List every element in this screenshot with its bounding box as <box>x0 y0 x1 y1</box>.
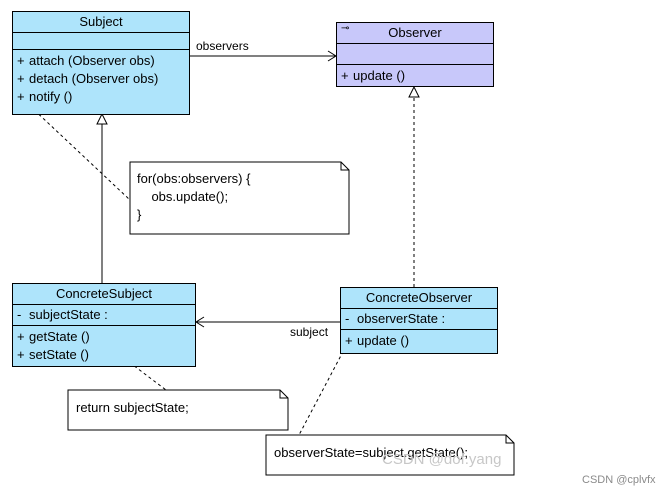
class-concrete-subject-operations: + getState () + setState () <box>13 326 195 366</box>
note-notify-fold <box>340 162 349 171</box>
operation-get-state: + getState () <box>17 328 195 346</box>
generalization-concrete-subject <box>96 112 108 283</box>
operation-update: + update () <box>345 332 497 350</box>
operation-label: notify () <box>29 89 73 104</box>
visibility-marker: + <box>17 347 25 362</box>
operation-label: update () <box>353 68 406 83</box>
attribute-label: subjectState : <box>29 307 108 322</box>
class-concrete-observer-attributes: -observerState : <box>341 309 497 330</box>
watermark-center: CSDN @dof.yang <box>382 451 502 468</box>
note-get-state-text: return subjectState; <box>76 400 189 415</box>
visibility-marker: + <box>17 89 25 104</box>
class-subject[interactable]: Subject + attach (Observer obs) + detach (… <box>12 11 190 115</box>
class-concrete-subject-attributes: -subjectState : <box>13 305 195 326</box>
association-subject-arrowhead <box>195 316 205 328</box>
operation-update: + update () <box>341 67 493 85</box>
operation-label: setState () <box>29 347 89 362</box>
association-subject-label: subject <box>290 325 329 339</box>
realization-concrete-observer <box>408 85 420 287</box>
interface-observer[interactable]: ⊸ Observer + update () <box>336 22 494 87</box>
interface-icon: ⊸ <box>341 23 350 34</box>
note-notify-shape <box>129 161 350 235</box>
watermark-corner: CSDN @cplvfx <box>582 474 656 486</box>
interface-observer-operations: + update () <box>337 65 493 87</box>
operation-label: update () <box>357 333 410 348</box>
attribute-subject-state: -subjectState : <box>17 306 195 324</box>
association-observers-label: observers <box>196 39 249 53</box>
note-update-text: observerState=subject.getState(); <box>274 445 469 460</box>
class-concrete-subject-name: ConcreteSubject <box>13 284 195 305</box>
visibility-marker: + <box>341 68 349 83</box>
class-subject-name: Subject <box>13 12 189 33</box>
note-get-state-shape <box>67 389 289 431</box>
class-subject-operations: + attach (Observer obs) + detach (Observer… <box>13 50 189 108</box>
generalization-triangle <box>96 112 108 125</box>
class-concrete-subject[interactable]: ConcreteSubject -subjectState : + getStat… <box>12 283 196 367</box>
note-get-state <box>67 389 289 431</box>
attribute-observer-state: -observerState : <box>345 310 497 328</box>
note-update-fold <box>505 435 514 444</box>
note-notify-text: for(obs:observers) { obs.update(); } <box>137 171 251 222</box>
class-subject-attributes <box>13 33 189 50</box>
interface-observer-name: Observer <box>388 25 442 40</box>
visibility-marker: - <box>17 307 22 322</box>
operation-detach: + detach (Observer obs) <box>17 70 189 88</box>
class-concrete-observer[interactable]: ConcreteObserver -observerState : + updat… <box>340 287 498 354</box>
operation-label: getState () <box>29 329 90 344</box>
note-update-anchor <box>298 345 347 436</box>
visibility-marker: + <box>17 329 25 344</box>
class-concrete-observer-name: ConcreteObserver <box>341 288 497 309</box>
note-update-shape <box>265 434 515 476</box>
note-get-state-fold <box>279 390 288 399</box>
note-notify-anchor <box>29 105 131 201</box>
operation-set-state: + setState () <box>17 346 195 364</box>
note-notify <box>129 161 350 235</box>
realization-triangle <box>408 85 420 98</box>
note-update <box>265 434 515 476</box>
association-subject <box>195 316 340 328</box>
operation-attach: + attach (Observer obs) <box>17 52 189 70</box>
visibility-marker: + <box>345 333 353 348</box>
interface-observer-attributes <box>337 44 493 65</box>
operation-label: detach (Observer obs) <box>29 71 159 86</box>
visibility-marker: + <box>17 53 25 68</box>
operation-label: attach (Observer obs) <box>29 53 155 68</box>
interface-observer-name-row: ⊸ Observer <box>337 23 493 44</box>
visibility-marker: - <box>345 311 350 326</box>
attribute-label: observerState : <box>357 311 446 326</box>
operation-notify: + notify () <box>17 88 189 106</box>
class-concrete-observer-operations: + update () <box>341 330 497 352</box>
visibility-marker: + <box>17 71 25 86</box>
